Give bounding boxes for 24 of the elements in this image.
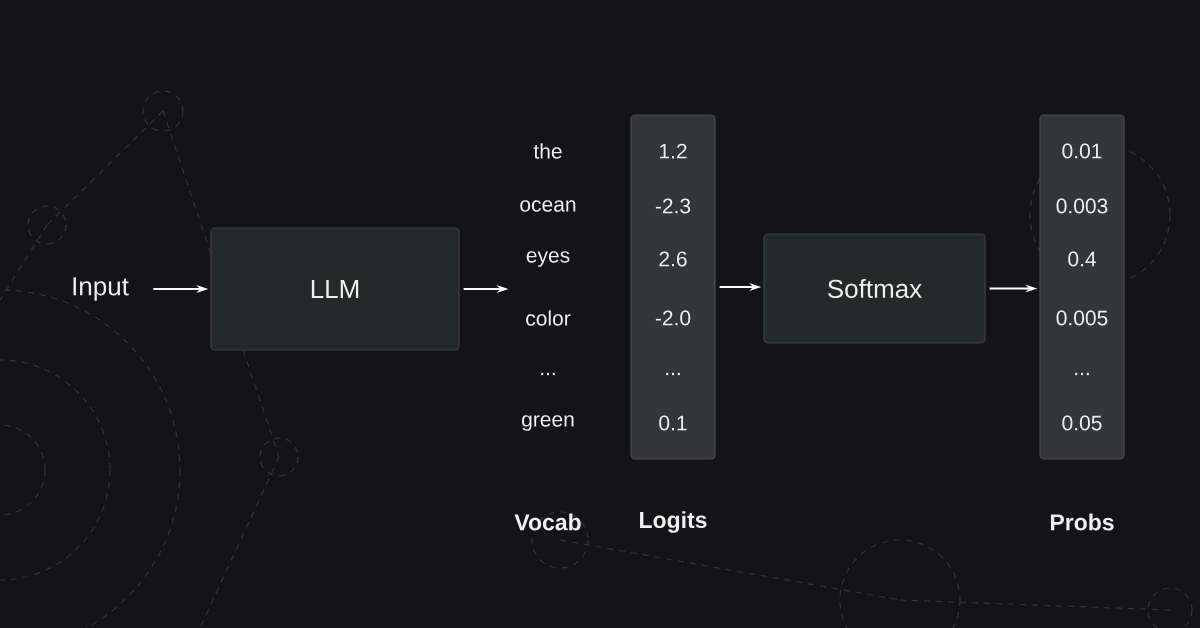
value-label: ... [666, 372, 680, 376]
vocab-word: ocean [520, 200, 576, 212]
vocab-word: the [533, 143, 562, 159]
value-label: 0.1 [659, 415, 687, 431]
value-label: 1.2 [660, 143, 687, 159]
input-label: Input [73, 277, 129, 301]
value-label: ... [1075, 372, 1089, 376]
value-label: 0.05 [1062, 415, 1102, 431]
value-label: -2.0 [655, 310, 691, 326]
value-label: -2.3 [655, 198, 691, 214]
vocab-word: green [522, 415, 574, 431]
process-box: LLM [210, 227, 460, 351]
value-label: 0.01 [1062, 143, 1102, 159]
column-heading: Probs [1050, 513, 1114, 531]
vocab-word: ... [541, 372, 555, 376]
value-label: 2.6 [659, 251, 687, 267]
column-heading: Vocab [514, 513, 581, 531]
process-box: Softmax [763, 233, 986, 344]
column-heading: Logits [640, 511, 707, 533]
value-label: 0.005 [1056, 310, 1108, 326]
value-label: 0.003 [1056, 198, 1108, 214]
vocab-word: color [526, 310, 571, 326]
value-label: 0.4 [1068, 251, 1096, 267]
vocab-word: eyes [526, 251, 570, 267]
